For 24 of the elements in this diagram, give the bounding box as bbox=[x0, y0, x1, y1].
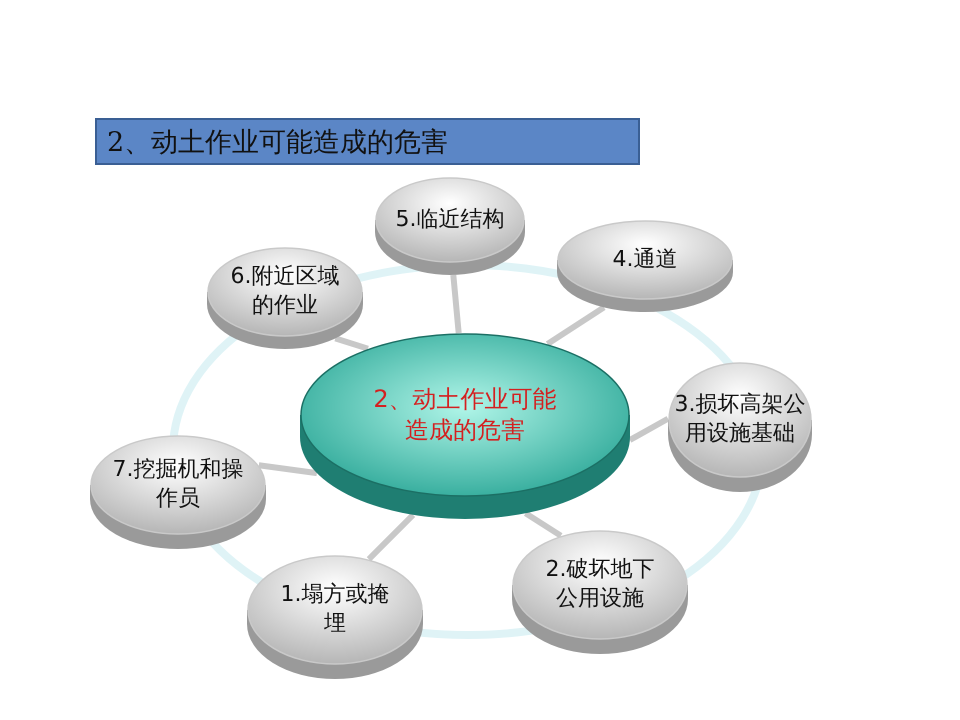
hazard-label: 4.通道 bbox=[612, 246, 678, 274]
connector-line bbox=[334, 336, 369, 352]
connector-line bbox=[524, 510, 562, 538]
hazard-label: 2.破坏地下公用设施 bbox=[544, 556, 656, 613]
title-banner: 2、动土作业可能造成的危害 bbox=[95, 118, 640, 165]
connector-line bbox=[450, 274, 462, 334]
hazard-label: 6.附近区域的作业 bbox=[230, 263, 340, 320]
hazard-ellipse bbox=[668, 362, 812, 492]
center-ellipse bbox=[300, 333, 630, 519]
hazard-ellipse bbox=[557, 220, 733, 312]
hazard-label: 5.临近结构 bbox=[394, 206, 506, 234]
hazard-label: 3.损坏高架公用设施基础 bbox=[674, 391, 806, 448]
hazard-label: 1.塌方或掩埋 bbox=[280, 581, 390, 638]
hazard-ellipse bbox=[90, 435, 266, 549]
hazard-ellipse bbox=[207, 247, 363, 349]
connector-line bbox=[366, 512, 416, 562]
center-label: 2、动土作业可能造成的危害 bbox=[372, 384, 558, 446]
connector-line bbox=[546, 304, 606, 346]
hazard-ellipse bbox=[247, 555, 423, 679]
connector-line bbox=[258, 462, 318, 476]
hazard-label: 7.挖掘机和操作员 bbox=[112, 456, 244, 513]
hazard-ellipse bbox=[512, 530, 688, 654]
hazard-ellipse bbox=[375, 177, 525, 275]
connector-line bbox=[628, 416, 670, 443]
